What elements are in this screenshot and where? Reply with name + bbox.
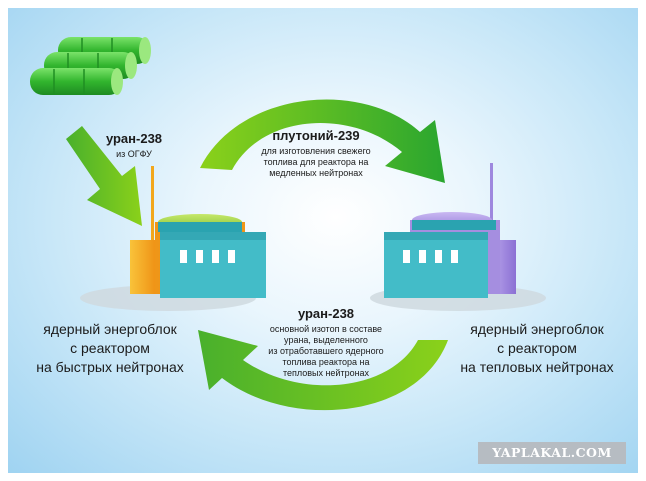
plutonium-239-note-line3: медленных нейтронах [269, 168, 363, 178]
uranium-238-return-line2: урана, выделенного [284, 335, 368, 345]
uranium-238-return-line1: основной изотоп в составе [269, 324, 383, 334]
plutonium-239-note-line1: для изготовления свежего [261, 146, 371, 156]
uranium-238-return-line3: из отработавшего ядерного [268, 346, 384, 356]
thermal-reactor-unit [370, 163, 546, 311]
thermal-unit-caption-line2: с реактором [497, 340, 577, 356]
fast-unit-caption-line1: ядерный энергоблок [43, 321, 177, 337]
uranium-cylinders-icon [30, 37, 151, 95]
uranium-return-arrow [198, 330, 448, 411]
uranium-238-source-subtitle: из ОГФУ [116, 149, 152, 159]
fast-reactor-unit [80, 166, 266, 311]
thermal-unit-caption-line3: на тепловых нейтронах [460, 359, 614, 375]
watermark: YAPLAKAL.COM [478, 442, 626, 464]
plutonium-239-note-line2: топлива для реактора на [263, 157, 369, 167]
plutonium-239-title: плутоний-239 [272, 128, 360, 143]
fast-unit-caption-line2: с реактором [70, 340, 150, 356]
uranium-238-return-line4: топлива реактора на [282, 357, 370, 367]
thermal-unit-caption-line1: ядерный энергоблок [470, 321, 604, 337]
uranium-238-return-title: уран-238 [297, 306, 355, 321]
uranium-238-source-title: уран-238 [105, 131, 163, 146]
uranium-238-return-line5: тепловых нейтронах [282, 368, 370, 378]
fast-unit-caption-line3: на быстрых нейтронах [36, 359, 184, 375]
supply-arrow [66, 126, 142, 226]
plutonium-arrow [200, 99, 445, 183]
